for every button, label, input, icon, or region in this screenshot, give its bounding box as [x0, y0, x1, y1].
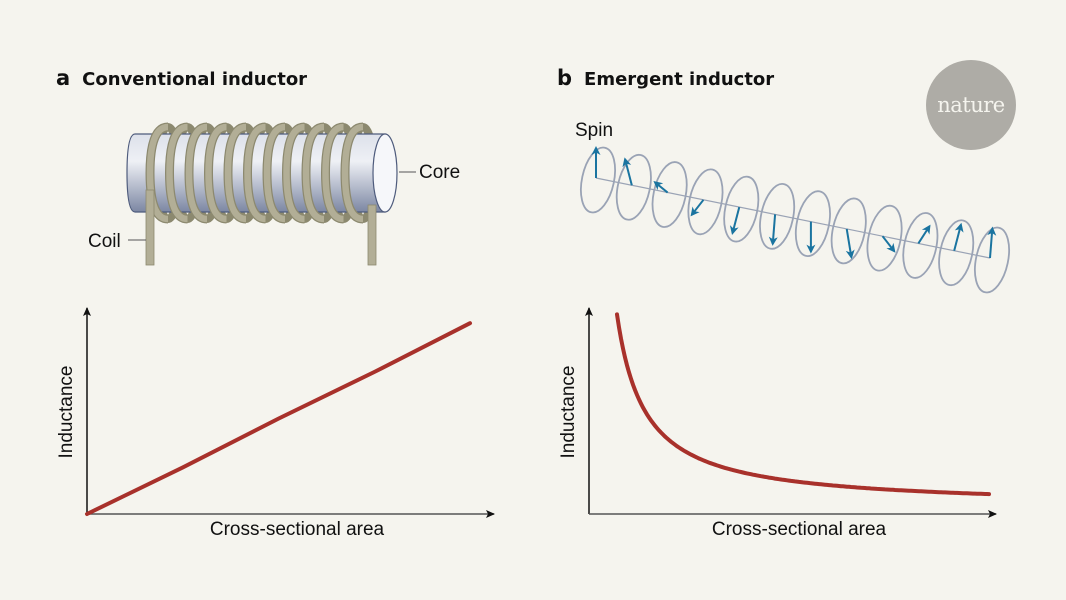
coil-turn [302, 123, 325, 223]
chart-conventional: Cross-sectional area Inductance [56, 307, 495, 540]
panel-b-title-text: Emergent inductor [584, 69, 775, 90]
spin-ring [938, 219, 975, 287]
spin-arrow [653, 181, 669, 194]
chart-emergent: Cross-sectional area Inductance [558, 307, 997, 540]
x-axis-label: Cross-sectional area [210, 519, 385, 540]
spin-rings [580, 146, 1010, 294]
spin-ring [687, 168, 724, 236]
spin-ring [866, 204, 903, 272]
panel-a-title: a Conventional inductor [56, 66, 307, 90]
coil-turn [283, 123, 306, 223]
panel-b-title: b Emergent inductor [557, 66, 774, 90]
spin-ring [723, 175, 760, 243]
core-label: Core [419, 162, 460, 183]
spin-ring [830, 197, 867, 265]
spin-arrow [917, 224, 931, 244]
spin-arrow [690, 199, 705, 217]
coil-turn [146, 123, 169, 223]
spin-ring [974, 226, 1010, 294]
spin-arrow [768, 214, 778, 246]
nature-logo: nature [926, 60, 1016, 150]
logo-text: nature [937, 93, 1005, 117]
spin-ring [759, 183, 796, 250]
spin-ring [902, 212, 939, 279]
spin-arrows [591, 146, 997, 260]
spin-ring [651, 161, 688, 228]
spin-helix-illustration: Spin [575, 120, 1010, 294]
y-axis-label: Inductance [56, 366, 77, 459]
core-end-face [372, 133, 398, 213]
coil-front-turns [145, 122, 364, 224]
spin-arrow [953, 222, 964, 251]
inductance-curve-inverse [615, 312, 991, 497]
coil-label: Coil [88, 231, 121, 252]
panel-b-letter: b [557, 66, 573, 90]
inductance-curve-line [85, 321, 472, 516]
inductor-illustration: Core Coil [88, 122, 460, 266]
coil-turn [263, 123, 286, 223]
panel-a-title-text: Conventional inductor [82, 69, 308, 90]
spin-label: Spin [575, 120, 613, 141]
coil-lead-left [145, 189, 155, 266]
spin-arrow [881, 235, 896, 253]
coil-turn [244, 123, 267, 223]
coil-turn [341, 123, 364, 223]
panel-a-letter: a [56, 66, 71, 90]
spin-arrow [845, 228, 855, 260]
spin-ring [794, 190, 831, 257]
spin-arrow [622, 157, 633, 186]
coil-turn [166, 123, 189, 223]
coil-turn [322, 123, 345, 223]
x-axis-label: Cross-sectional area [712, 519, 887, 540]
coil-turn [224, 123, 247, 223]
y-axis-label: Inductance [558, 366, 579, 459]
spin-arrow [987, 226, 997, 259]
spin-ring [580, 146, 616, 214]
spin-ring [615, 153, 652, 221]
spin-arrow [729, 206, 741, 236]
coil-lead-right [367, 204, 377, 266]
coil-turn [185, 123, 208, 223]
coil-turn [205, 123, 228, 223]
